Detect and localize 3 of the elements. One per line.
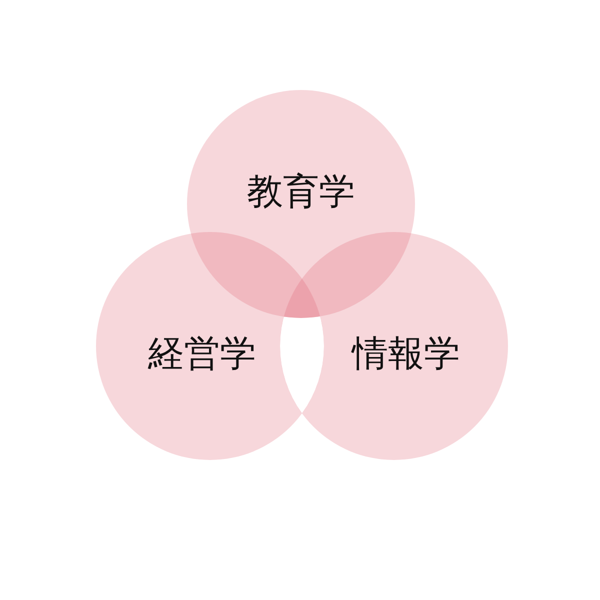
circle-label: 情報学 [352, 332, 460, 376]
circle-label: 経営学 [148, 332, 256, 376]
circle-label: 教育学 [247, 170, 355, 214]
